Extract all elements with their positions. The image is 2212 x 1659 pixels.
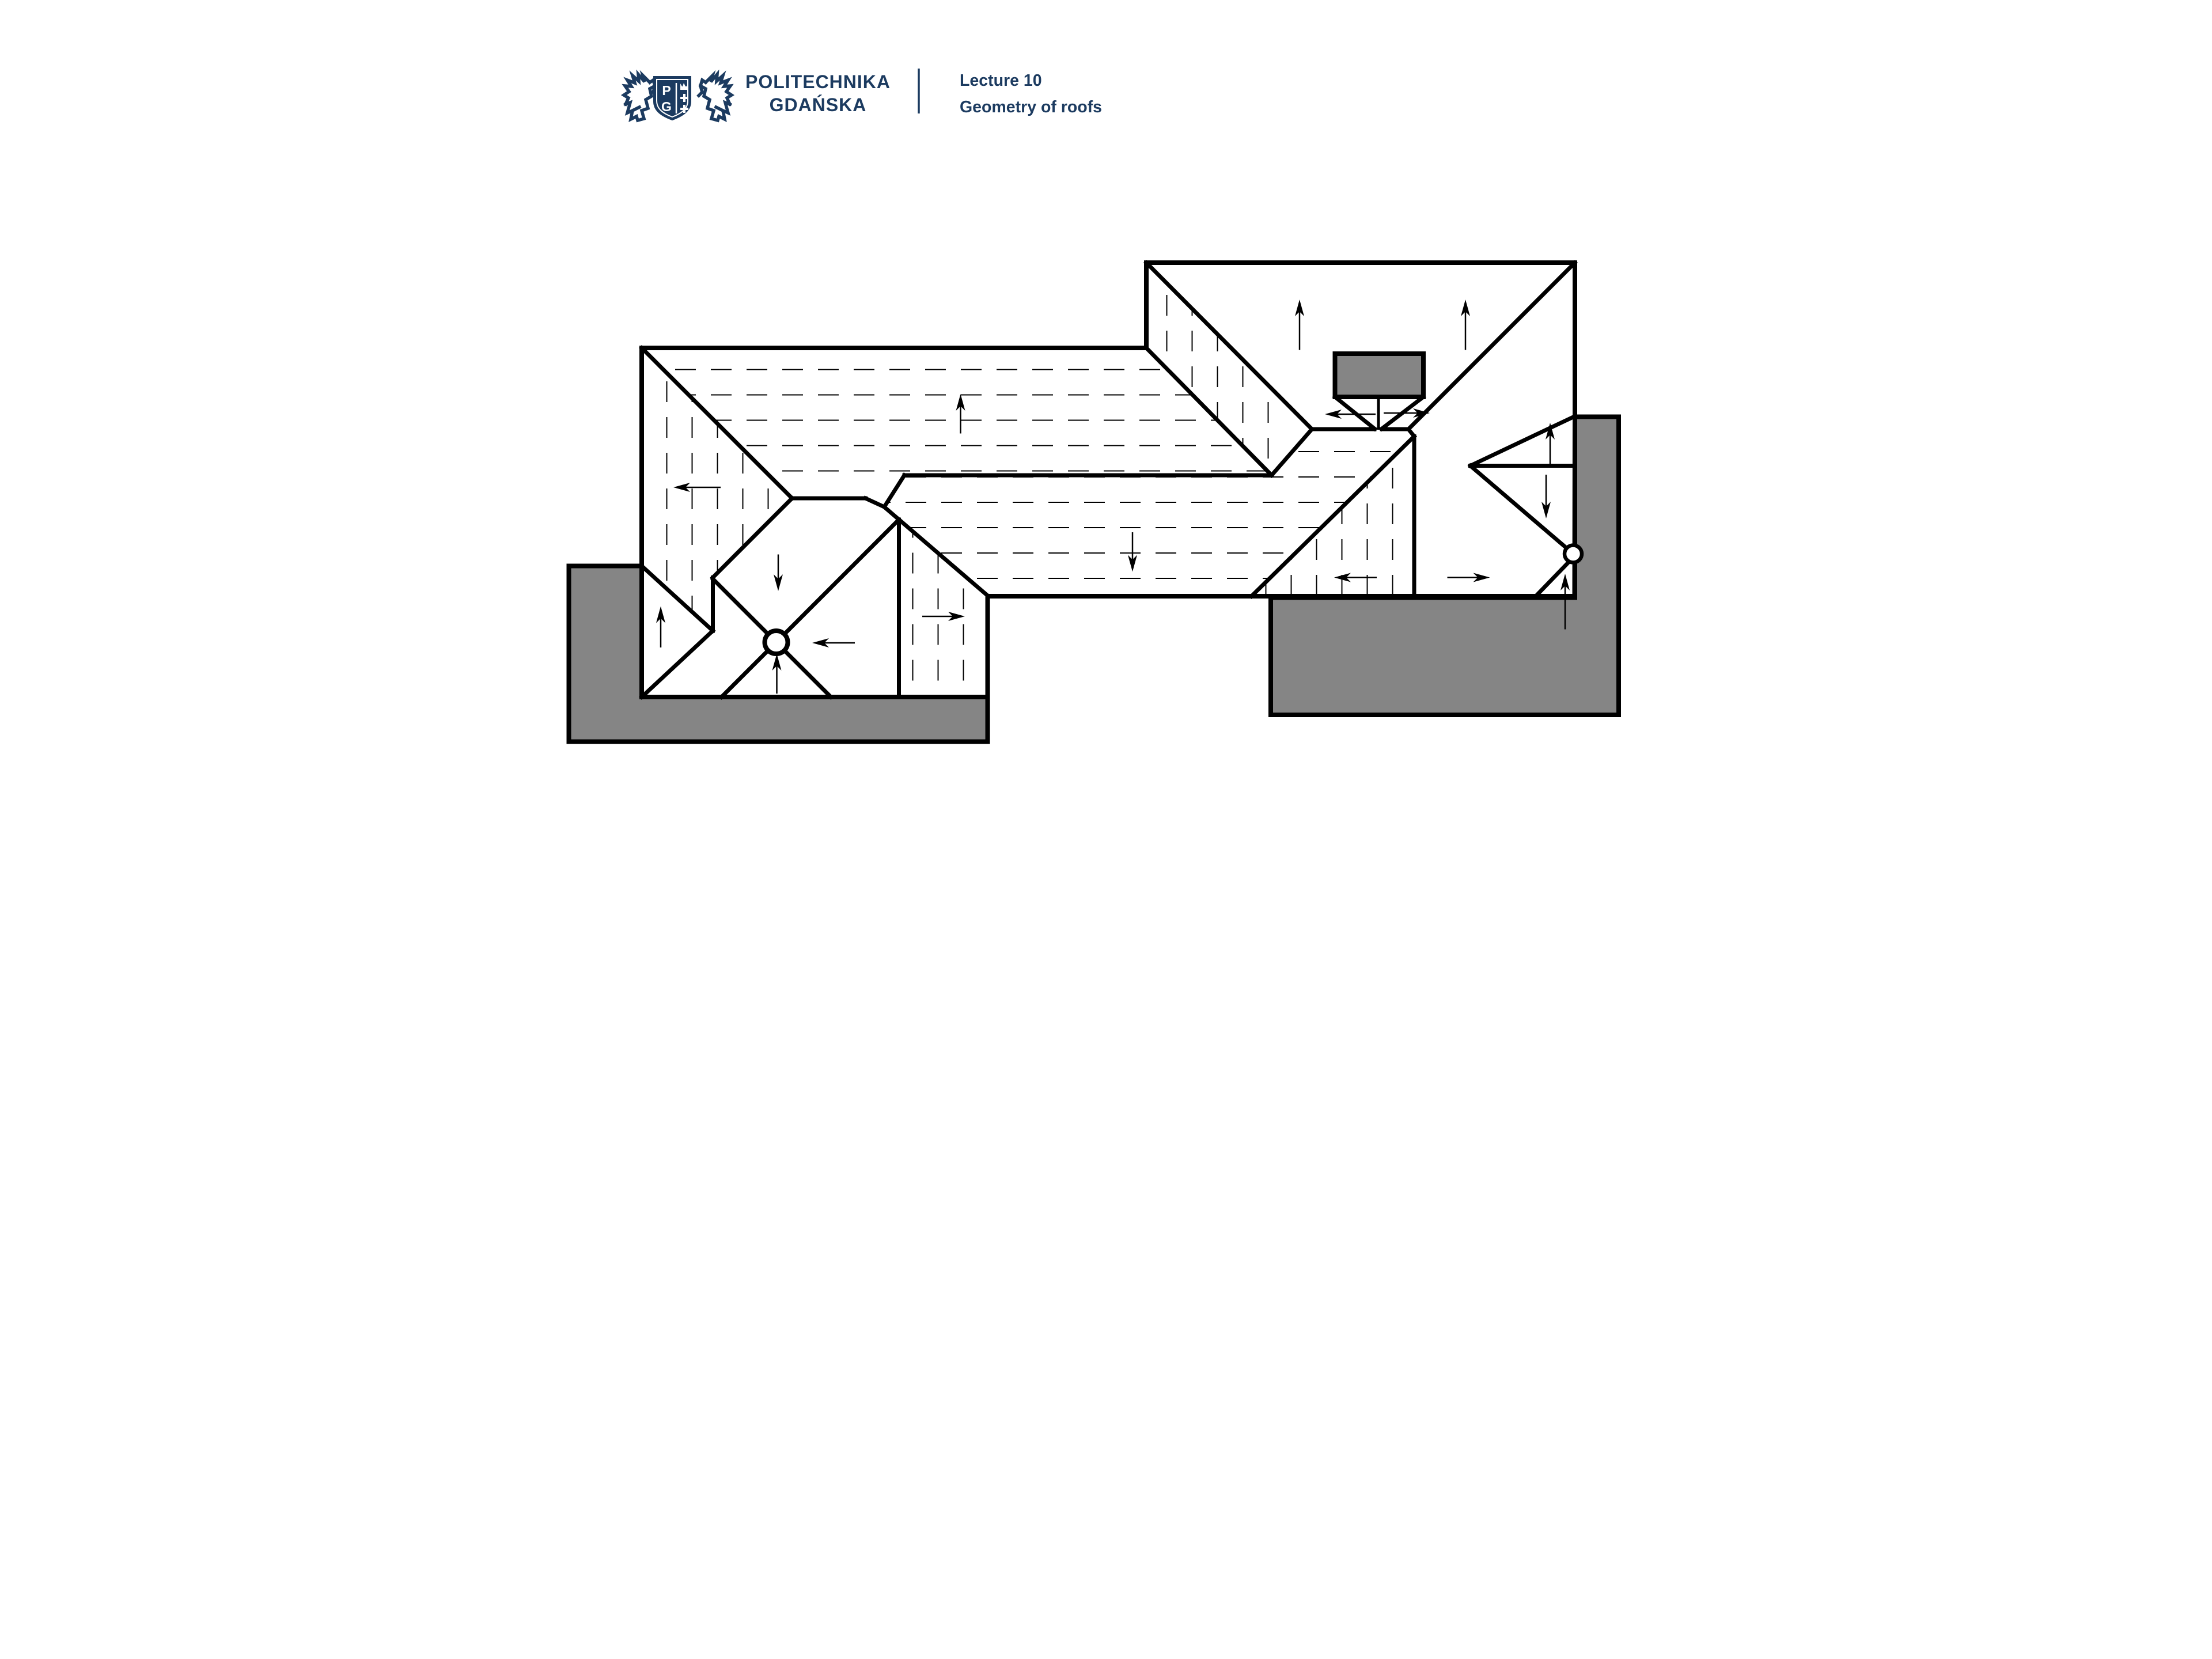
valley-left [881,504,991,599]
arrow-head [1128,555,1137,572]
arrow-up-terrace-triangle [656,606,665,647]
shield-monogram-g: G [661,99,672,114]
valley-upper-left [1143,345,1275,478]
arrow-up-left-wing-north [956,394,965,434]
roof-plan-drawing [566,260,1621,744]
pavilion-hip-nw [710,576,779,645]
arrow-right-cricket [1384,408,1430,418]
eave-bevel-lower-wing [881,472,907,510]
terrace-hip-lower [639,628,716,700]
arrow-down-lower-wing [1128,532,1137,572]
cricket-slope-left [1332,394,1378,432]
right-drain-circle [1562,543,1584,565]
hip-nw-left-wing [639,345,795,501]
header: P G POLITECHNIKA GDAŃSKA Lecture 10 Geom… [620,69,1102,123]
arrow-head [1295,300,1304,316]
arrow-head [956,394,965,411]
dashes-pavilion-east-face [912,520,964,697]
arrow-head [812,638,829,647]
gdansk-cross-icon-2 [680,105,688,113]
arrow-head [1325,410,1342,419]
hip-sw-left-wing [710,495,795,581]
pg-logo: P G [620,69,735,123]
arrow-head [948,612,965,621]
arrow-head [1541,502,1551,518]
arrow-up-to-pavilion-drain [772,654,782,694]
arrow-down-right-wing-south [1541,475,1551,518]
slide-canvas: P G POLITECHNIKA GDAŃSKA Lecture 10 Geom… [566,69,1621,744]
arrow-head [1473,573,1490,582]
arrow-head [774,574,783,591]
hip-ne-upper-wing [1406,260,1578,432]
ridge-end-diagonal [862,495,887,510]
lecture-title: Geometry of roofs [960,98,1102,116]
hip-east-lower-wing [1248,433,1417,599]
lion-right-icon [696,69,735,123]
gdansk-crown-icon [680,83,688,90]
arrow-head [1413,408,1430,418]
pavilion-drain-circle [762,628,790,656]
pg-shield: P G [653,76,691,121]
arrow-left-east-face [1334,573,1377,582]
arrow-left-to-pavilion-drain [812,638,855,647]
gdansk-cross-icon-1 [680,94,688,102]
arrow-head [1546,423,1555,440]
roof-outline [639,260,1577,699]
arrow-head [1560,574,1570,590]
lecture-label: Lecture 10 [960,71,1042,90]
university-name-line1: POLITECHNIKA [745,71,891,92]
arrow-up-upper-wing-b [1461,300,1470,350]
lion-left-icon [620,69,659,123]
arrow-left-west-face [673,483,721,492]
arrow-up-right-drain [1560,574,1570,630]
hip-nw-upper-wing [1143,260,1315,432]
hip-south-right-wing [1467,463,1569,551]
arrow-head [1461,300,1470,316]
arrow-head [673,483,690,492]
drain-diagonal-right [1533,558,1573,599]
pavilion-hip-ne [773,517,902,645]
chimney [1332,351,1426,399]
arrow-head [656,606,665,623]
terrace-hip-upper [639,563,716,634]
arrow-head [772,654,782,671]
arrow-down-left-wing-south [774,554,783,591]
arrow-right-right-wing [1447,573,1490,582]
university-name-line2: GDAŃSKA [770,94,867,115]
edge-sw-upper-wing [1268,426,1315,478]
hip-north-right-wing [1467,414,1577,469]
arrow-right-pavilion-east [922,612,965,621]
arrow-left-cricket [1325,410,1376,419]
arrow-up-upper-wing-a [1295,300,1304,350]
slide: P G POLITECHNIKA GDAŃSKA Lecture 10 Geom… [553,0,1659,830]
arrow-up-right-wing-north [1546,423,1555,464]
shield-monogram-p: P [662,83,671,98]
arrow-head [1334,573,1351,582]
